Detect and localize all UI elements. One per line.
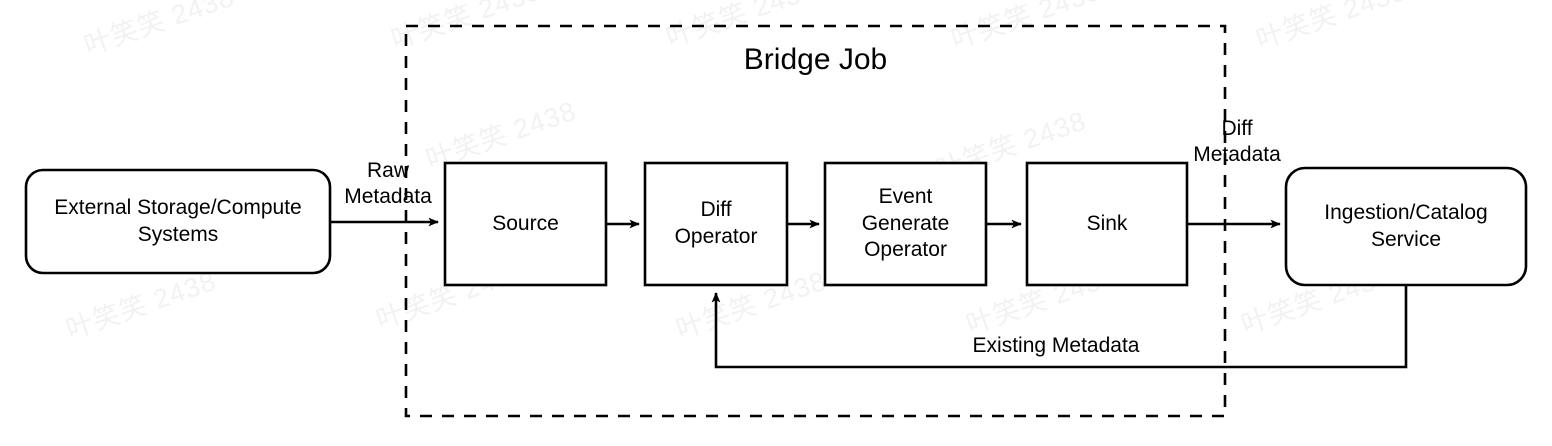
node-event-generate-operator[interactable] (823, 161, 988, 287)
node-hit-ingestion-catalog-service[interactable] (1286, 168, 1526, 285)
node-hit-event-generate-operator[interactable] (825, 163, 986, 285)
node-hit-source[interactable] (445, 163, 606, 285)
node-hit-external-storage-compute-systems[interactable] (26, 170, 330, 273)
edge-label-raw-metadata: Raw Metadata (344, 159, 432, 208)
node-hit-sink[interactable] (1027, 163, 1187, 285)
edge-label-diff-metadata: Diff Metadata (1193, 117, 1281, 166)
bridge-job-title: Bridge Job (743, 43, 888, 76)
node-source[interactable] (443, 161, 608, 287)
node-diff-operator[interactable] (643, 161, 789, 287)
edge-existing-metadata (711, 285, 1408, 369)
node-hit-diff-operator[interactable] (645, 163, 787, 285)
edge-label-existing-metadata: Existing Metadata (972, 334, 1140, 357)
